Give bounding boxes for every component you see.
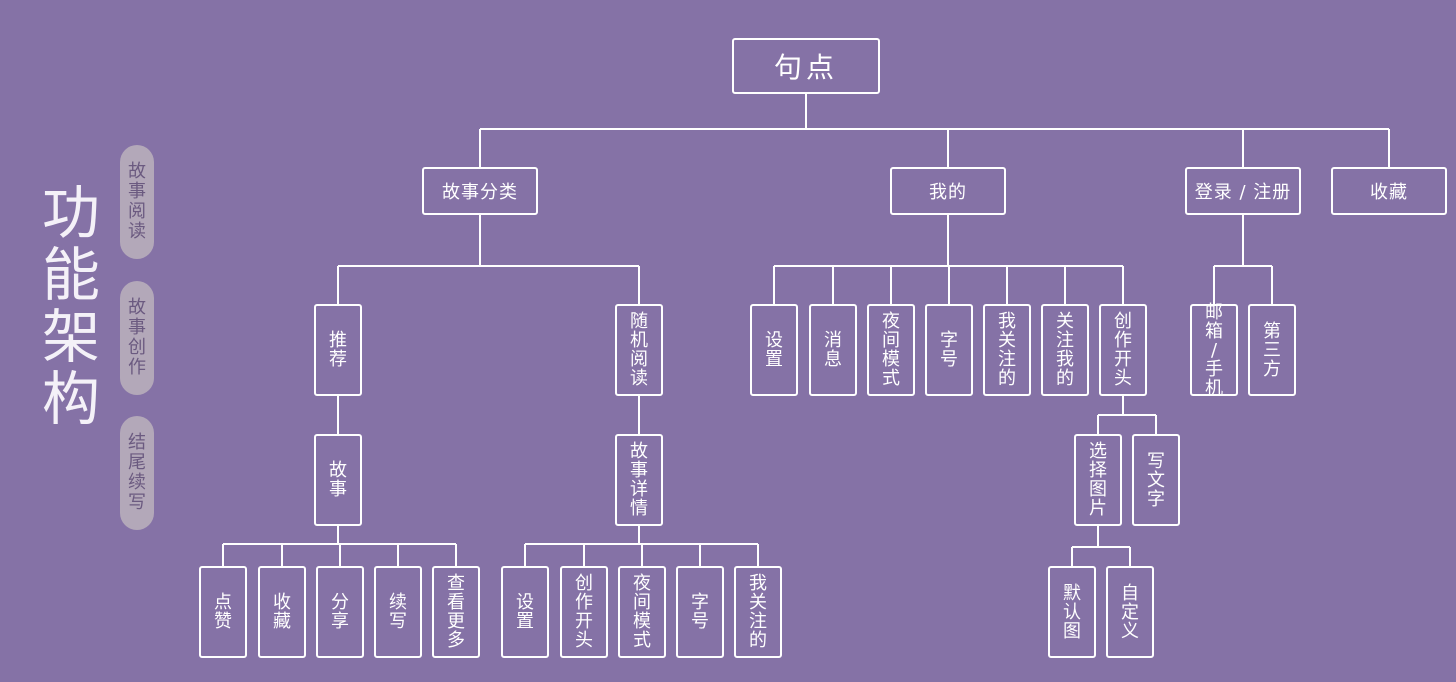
section-pill-story-creation: 故事创作 bbox=[120, 281, 154, 395]
node-story: 故事 bbox=[314, 434, 362, 526]
node-story-detail: 故事详情 bbox=[615, 434, 663, 526]
node-like: 点赞 bbox=[199, 566, 247, 658]
node-mine-font-size: 字号 bbox=[925, 304, 973, 396]
node-favorites: 收藏 bbox=[1331, 167, 1447, 215]
node-mine-followers: 关注我的 bbox=[1041, 304, 1089, 396]
node-share: 分享 bbox=[316, 566, 364, 658]
node-mine-messages: 消息 bbox=[809, 304, 857, 396]
node-third-party: 第三方 bbox=[1248, 304, 1296, 396]
node-mine-create-opening: 创作开头 bbox=[1099, 304, 1147, 396]
diagram-title: 功能架构 bbox=[41, 179, 100, 433]
node-detail-create-opening: 创作开头 bbox=[560, 566, 608, 658]
node-mine-night-mode: 夜间模式 bbox=[867, 304, 915, 396]
node-random-reading: 随机阅读 bbox=[615, 304, 663, 396]
section-pill-story-reading: 故事阅读 bbox=[120, 145, 154, 259]
node-login-register: 登录 / 注册 bbox=[1185, 167, 1301, 215]
node-story-category: 故事分类 bbox=[422, 167, 538, 215]
node-detail-night-mode: 夜间模式 bbox=[618, 566, 666, 658]
node-root: 句点 bbox=[732, 38, 880, 94]
node-view-more: 查看更多 bbox=[432, 566, 480, 658]
section-pill-ending-continuation: 结尾续写 bbox=[120, 416, 154, 530]
node-mine-settings: 设置 bbox=[750, 304, 798, 396]
node-choose-image: 选择图片 bbox=[1074, 434, 1122, 526]
node-email-phone: 邮箱/手机 bbox=[1190, 303, 1238, 398]
node-collect: 收藏 bbox=[258, 566, 306, 658]
node-detail-font-size: 字号 bbox=[676, 566, 724, 658]
node-detail-settings: 设置 bbox=[501, 566, 549, 658]
node-write-text: 写文字 bbox=[1132, 434, 1180, 526]
node-mine-following: 我关注的 bbox=[983, 304, 1031, 396]
node-continue-writing: 续写 bbox=[374, 566, 422, 658]
node-default-image: 默认图 bbox=[1048, 566, 1096, 658]
node-custom-image: 自定义 bbox=[1106, 566, 1154, 658]
node-mine: 我的 bbox=[890, 167, 1006, 215]
node-detail-following: 我关注的 bbox=[734, 566, 782, 658]
node-recommend: 推荐 bbox=[314, 304, 362, 396]
